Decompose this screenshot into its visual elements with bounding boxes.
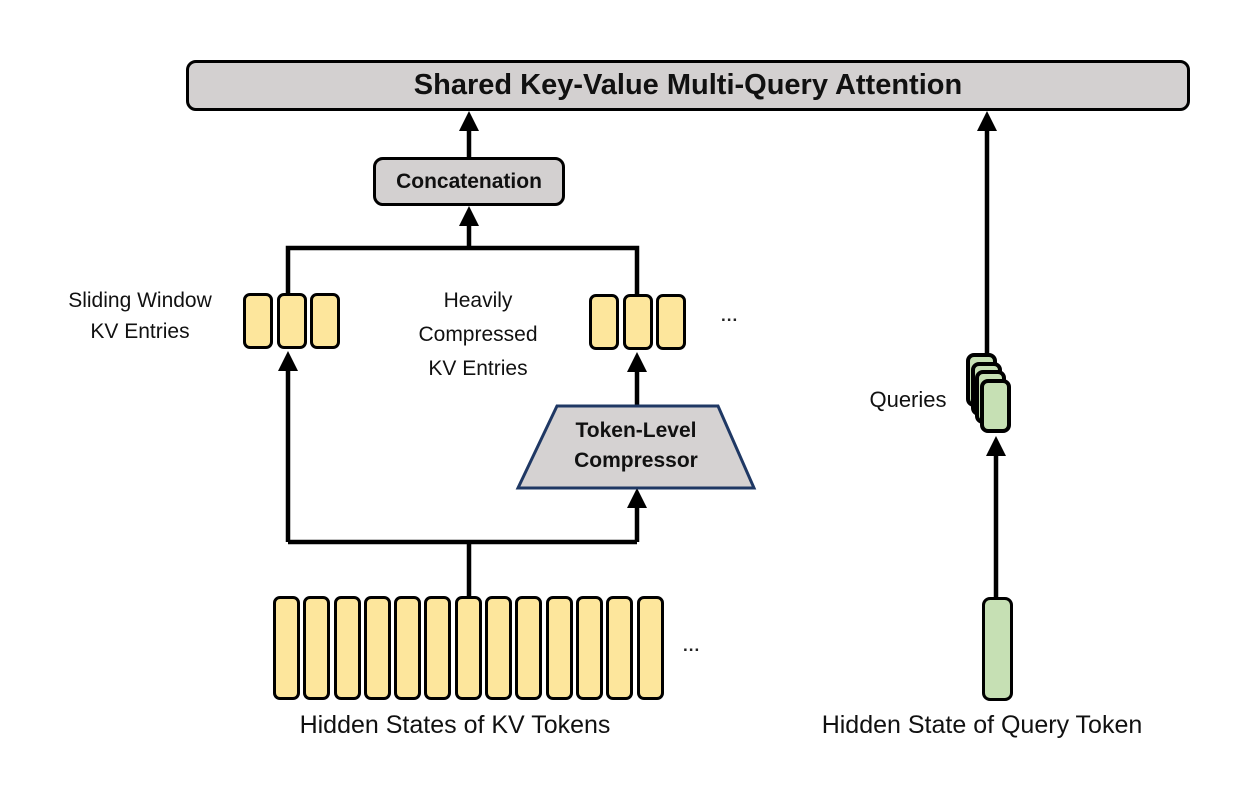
kv-token-box — [333, 596, 361, 700]
kv-entry-box — [243, 293, 273, 349]
lower-branch-line — [288, 539, 637, 598]
compressed-entries-ellipsis: ... — [721, 306, 739, 325]
query-token-box — [982, 597, 1013, 701]
to-compressor-arrowhead — [627, 488, 647, 508]
kv-token-box — [636, 596, 664, 700]
concat-to-attention-arrowhead — [459, 111, 479, 131]
kv-token-box — [454, 596, 482, 700]
kv-token-box — [515, 596, 543, 700]
kv-entry-box — [622, 294, 653, 350]
queries-label: Queries — [869, 387, 947, 412]
compressor-trapezoid — [515, 404, 757, 490]
compressed-kv-group — [589, 294, 686, 350]
compressor-to-entries-arrowhead — [627, 352, 647, 372]
kv-tokens-label: Hidden States of KV Tokens — [299, 711, 611, 739]
compressor-label: Token-Level Compressor — [574, 419, 698, 472]
branch-to-concat-arrowhead — [459, 206, 479, 226]
attention-box-label: Shared Key-Value Multi-Query Attention — [413, 69, 963, 101]
kv-token-box — [273, 596, 300, 700]
kv-entry-box — [310, 293, 340, 349]
to-sliding-window-arrowhead — [278, 351, 298, 371]
kv-token-box — [363, 596, 391, 700]
queries-to-attention-arrowhead — [977, 111, 997, 131]
kv-tokens-ellipsis: ... — [683, 636, 701, 655]
kv-entry-box — [276, 293, 307, 349]
kv-token-box — [303, 596, 331, 700]
heavily-compressed-label: Heavily Compressed KV Entries — [418, 289, 538, 380]
concatenation-box: Concatenation — [373, 157, 565, 206]
upper-branch-line — [285, 245, 640, 297]
kv-token-box — [394, 596, 422, 700]
sliding-window-kv-group — [243, 293, 340, 349]
kv-token-row — [273, 596, 664, 700]
query-box — [980, 379, 1011, 433]
kv-entry-box — [656, 294, 686, 350]
query-token-label: Hidden State of Query Token — [821, 711, 1143, 739]
attention-box: Shared Key-Value Multi-Query Attention — [186, 60, 1190, 111]
sliding-window-label: Sliding Window KV Entries — [68, 289, 212, 343]
concatenation-box-label: Concatenation — [396, 169, 542, 193]
kv-token-box — [485, 596, 513, 700]
kv-token-box — [545, 596, 573, 700]
query-stack — [966, 353, 1026, 438]
query-state-to-queries-arrowhead — [986, 436, 1006, 456]
kv-token-box — [424, 596, 452, 700]
kv-token-box — [606, 596, 634, 700]
kv-entry-box — [589, 294, 619, 350]
kv-token-box — [575, 596, 603, 700]
